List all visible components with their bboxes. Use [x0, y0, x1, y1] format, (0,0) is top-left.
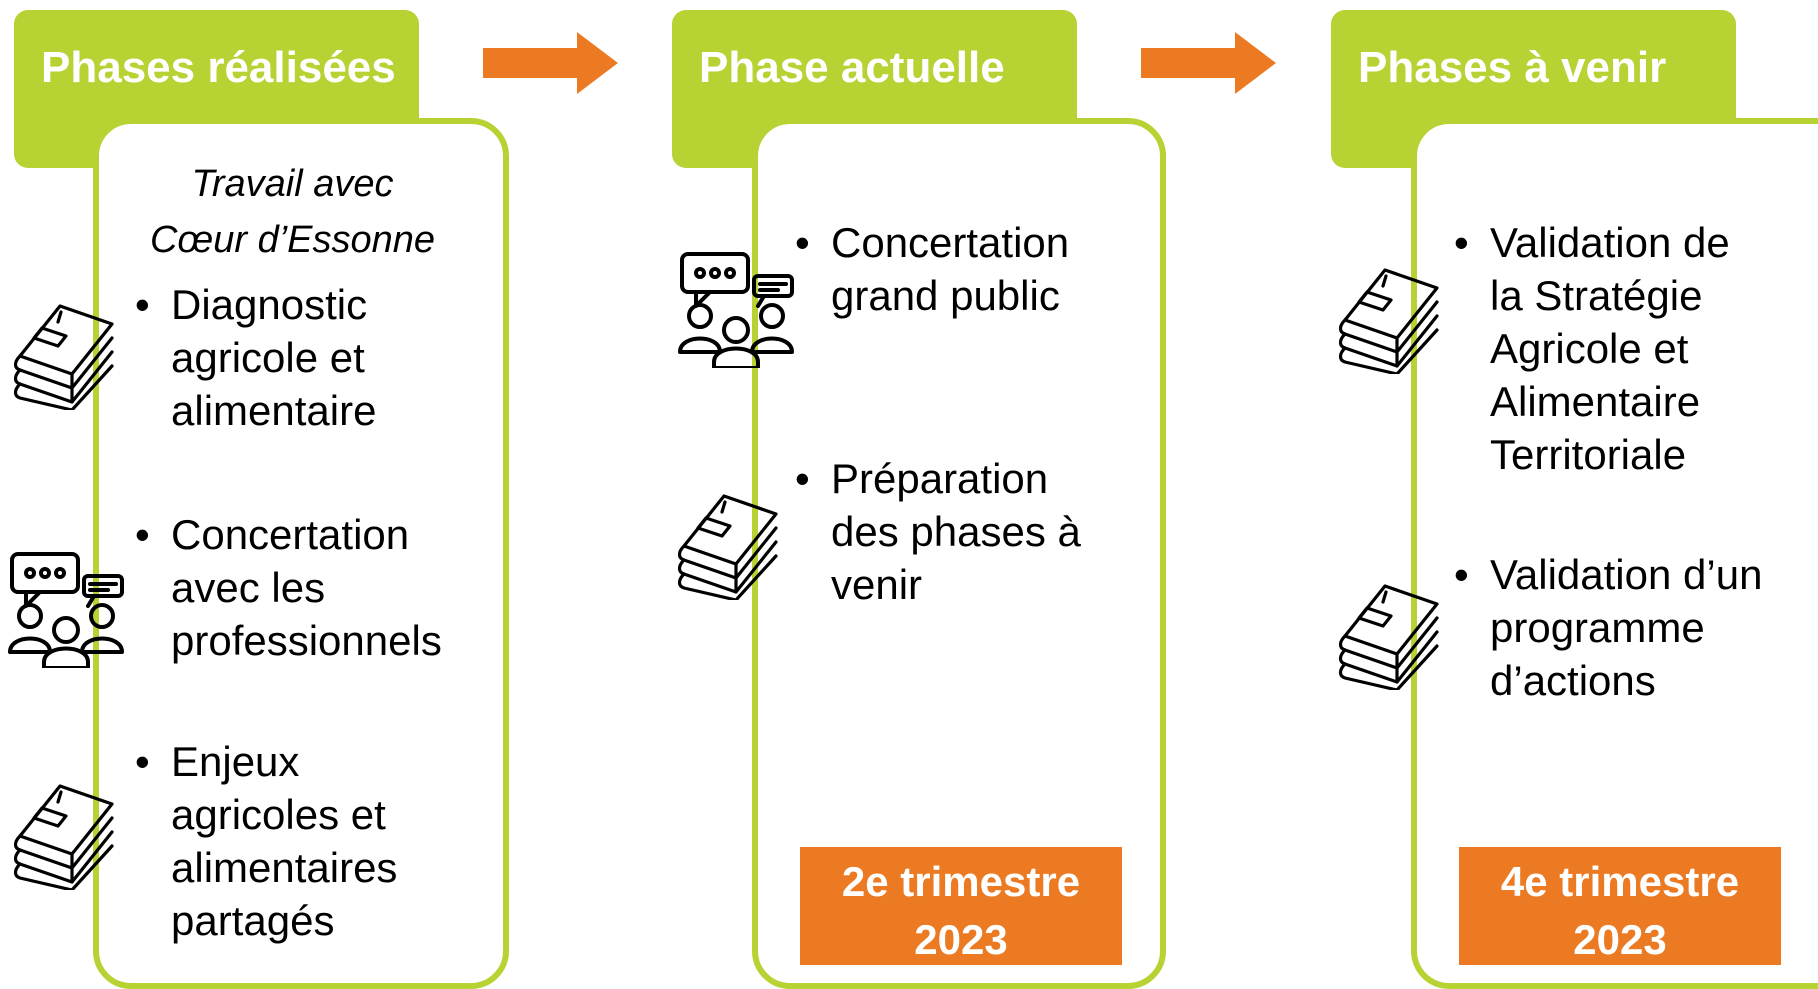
bullet: •: [795, 455, 810, 502]
bullet: •: [135, 281, 150, 328]
phase-item-text: Préparation des phases à venir: [831, 455, 1081, 608]
phase-header-label: Phase actuelle: [699, 43, 1005, 92]
badge-line: 2e trimestre: [841, 858, 1081, 905]
bullet: •: [1454, 219, 1469, 266]
phase-item: • Validation de la Stratégie Agricole et…: [1454, 216, 1754, 481]
badge-line: 4e trimestre: [1500, 858, 1740, 905]
book-stack-icon: [1337, 262, 1445, 374]
phase-header-label: Phases à venir: [1358, 43, 1667, 92]
bullet: •: [135, 738, 150, 785]
phase-item-text: Diagnostic agricole et alimentaire: [171, 281, 377, 434]
phase-card-upcoming: [1411, 118, 1818, 989]
phase-subtitle: Travail avec Cœur d’Essonne: [120, 156, 465, 268]
phase-subtitle-line: Cœur d’Essonne: [149, 219, 436, 261]
phase-item-text: Concertation grand public: [831, 219, 1070, 319]
phase-item: • Concertation grand public: [795, 216, 1125, 322]
bullet: •: [1454, 551, 1469, 598]
phase-item-text: Concertation avec les professionnels: [171, 511, 442, 664]
bullet: •: [795, 219, 810, 266]
phase-item: • Validation d’un programme d’actions: [1454, 548, 1784, 707]
phase-item: • Préparation des phases à venir: [795, 452, 1095, 611]
phase-header-label: Phases réalisées: [41, 43, 396, 92]
book-stack-icon: [12, 778, 120, 890]
people-discussion-icon: [8, 550, 126, 668]
arrow-right-icon: [483, 32, 618, 94]
phase-card-completed: [93, 118, 509, 989]
phase-item-text: Validation de la Stratégie Agricole et A…: [1490, 219, 1730, 478]
people-discussion-icon: [678, 250, 796, 368]
book-stack-icon: [676, 488, 784, 600]
phase-item: • Diagnostic agricole et alimentaire: [135, 278, 435, 437]
timeline-badge: 2e trimestre 2023: [800, 847, 1122, 965]
phase-item-text: Enjeux agricoles et alimentaires partagé…: [171, 738, 398, 944]
bullet: •: [135, 511, 150, 558]
book-stack-icon: [1337, 578, 1445, 690]
badge-line: 2023: [914, 916, 1008, 963]
phase-item: • Enjeux agricoles et alimentaires parta…: [135, 735, 435, 947]
arrow-right-icon: [1141, 32, 1276, 94]
phase-subtitle-line: Travail avec: [191, 163, 394, 205]
phase-item-text: Validation d’un programme d’actions: [1490, 551, 1763, 704]
badge-line: 2023: [1573, 916, 1667, 963]
phase-item: • Concertation avec les professionnels: [135, 508, 465, 667]
timeline-badge: 4e trimestre 2023: [1459, 847, 1781, 965]
book-stack-icon: [12, 298, 120, 410]
